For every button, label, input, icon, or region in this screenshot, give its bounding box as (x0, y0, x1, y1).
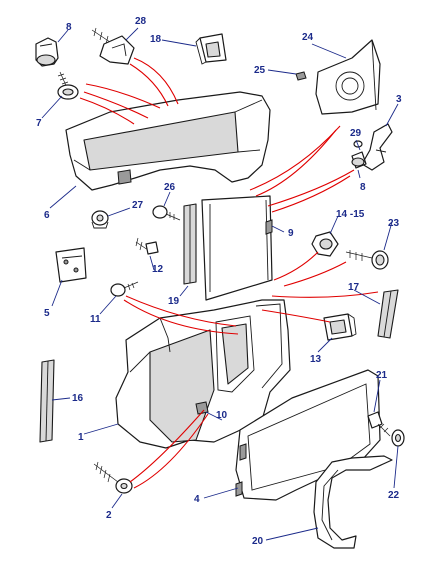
part-19-trim-strip (183, 203, 197, 285)
callout-1: 1 (78, 432, 84, 443)
part-8-bush-right (351, 151, 367, 169)
callout-3: 3 (396, 94, 402, 105)
part-17-trim-strip (377, 289, 399, 339)
part-7-screw (57, 71, 79, 100)
callout-16: 16 (72, 393, 84, 404)
part-13-channel-clip (323, 313, 357, 341)
part-11-screw (110, 281, 139, 297)
callout-20: 20 (252, 536, 264, 547)
callout-12: 12 (152, 264, 164, 275)
callout-2: 2 (106, 510, 112, 521)
callout-28: 28 (135, 16, 147, 27)
callout-9: 9 (288, 228, 294, 239)
part-2-screw (93, 461, 133, 494)
part-8-bush (35, 37, 59, 67)
callout-24: 24 (302, 32, 314, 43)
callout-27: 27 (132, 200, 144, 211)
part-5-bracket (55, 247, 87, 283)
part-9-center-panel (201, 195, 273, 301)
part-6-upper-panel (65, 91, 271, 191)
callout-22: 22 (388, 490, 400, 501)
callout-8-right: 8 (360, 182, 366, 193)
callout-4: 4 (194, 494, 200, 505)
part-12-screw (135, 237, 159, 255)
callout-18: 18 (150, 34, 162, 45)
callout-23: 23 (388, 218, 400, 229)
callout-14-15: 14 -15 (336, 209, 365, 220)
part-28-clip (91, 27, 135, 65)
callout-7: 7 (36, 118, 42, 129)
part-23-screw (345, 250, 389, 270)
callout-11: 11 (90, 314, 101, 325)
part-20-support-strap (313, 455, 393, 549)
callout-10: 10 (216, 410, 228, 421)
callout-26: 26 (164, 182, 176, 193)
part-27-washer (91, 210, 109, 229)
callout-labels: 8 28 18 24 25 3 29 8 7 6 27 26 9 12 19 5… (36, 16, 402, 547)
part-18-channel-clip (195, 33, 227, 65)
association-lines (79, 57, 379, 489)
callout-29: 29 (350, 128, 362, 139)
part-24-bracket (315, 39, 381, 115)
part-3-bracket (361, 123, 393, 171)
callout-25: 25 (254, 65, 266, 76)
callout-21: 21 (376, 370, 388, 381)
part-10-clip (195, 401, 209, 415)
leader-lines (41, 27, 399, 541)
callout-13: 13 (310, 354, 322, 365)
callout-5: 5 (44, 308, 50, 319)
part-25-screw (295, 71, 307, 81)
callout-6: 6 (44, 210, 50, 221)
callout-19: 19 (168, 296, 180, 307)
part-16-trim-strip (39, 359, 55, 443)
part-26-screw (152, 205, 181, 221)
callout-8-top: 8 (66, 22, 72, 33)
part-22-washer (391, 429, 405, 447)
callout-17: 17 (348, 282, 360, 293)
part-14-15-nut-assembly (311, 231, 339, 257)
part-21-bolt (367, 411, 391, 437)
